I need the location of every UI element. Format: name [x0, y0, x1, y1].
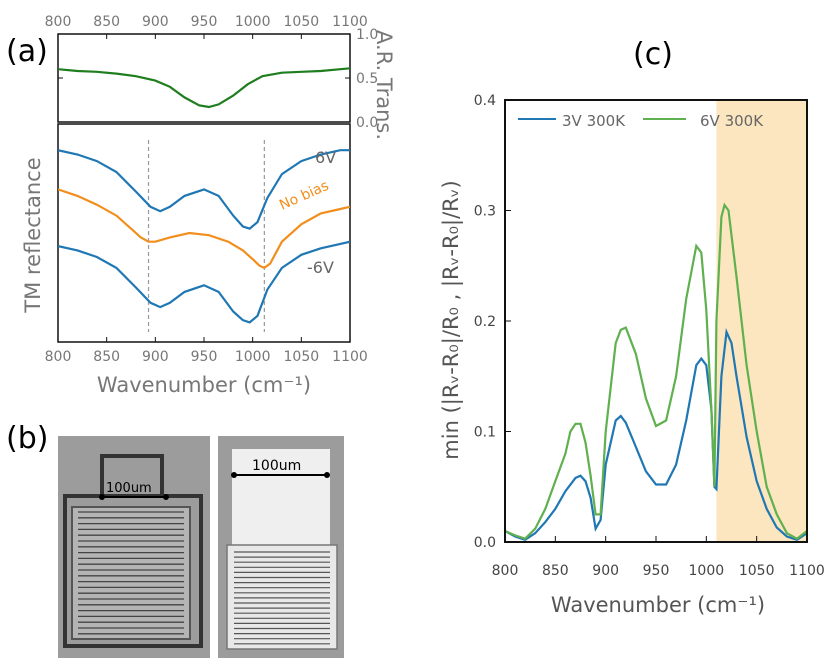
panel-a-main-frame [57, 123, 351, 343]
panel-a-top-y-axis-title: A.R. Trans. [372, 30, 396, 140]
y-tick-label: 0.2 [474, 314, 496, 330]
y-tick-label: 0.1 [474, 425, 496, 441]
panel-c: 800 850 900 950 1000 1050 1100 0.0 0.1 0.2 0.3 0.4… [439, 93, 825, 617]
left-grating [78, 511, 184, 635]
panel-a-main-series [58, 149, 350, 324]
panel-a-main-y-axis-title: TM reflectance [21, 157, 45, 313]
micrograph-right: 100um [218, 436, 344, 658]
x-tick-label: 800 [45, 14, 72, 30]
panel-a-main-x-axis-title: Wavenumber (cm⁻¹) [97, 373, 311, 397]
x-tick-label: 800 [492, 563, 519, 579]
series-line-6v-300k [505, 202, 807, 541]
x-tick-label: 1000 [235, 14, 271, 30]
x-tick-label: 1050 [739, 563, 775, 579]
panel-c-label: (c) [633, 37, 673, 72]
panel-c-y-ticks: 0.0 0.1 0.2 0.3 0.4 [474, 93, 511, 551]
legend-label-6v: 6V 300K [700, 112, 764, 130]
y-tick-label: 0.0 [474, 535, 496, 551]
annotation-no-bias: No bias [277, 178, 331, 214]
annotation-minus-6v: -6V [307, 258, 334, 277]
x-tick-label: 1000 [235, 349, 271, 365]
micrograph-left: 100um [58, 436, 210, 658]
x-tick-label: 900 [142, 349, 169, 365]
scale-bar-label-left: 100um [106, 481, 152, 496]
x-tick-label: 900 [592, 563, 619, 579]
x-tick-label: 1100 [332, 14, 368, 30]
series-line-minus-6v [58, 240, 350, 324]
panel-a-top: 800 850 900 950 1000 1050 1100 0.0 0.5 1.0 A.R. … [45, 14, 396, 140]
panel-a-top-x-ticks: 800 850 900 950 1000 1050 1100 [45, 14, 368, 39]
y-tick-label: 0.4 [474, 93, 496, 109]
x-tick-label: 850 [542, 563, 569, 579]
series-line-ar-trans [58, 67, 350, 109]
x-tick-label: 1050 [284, 14, 320, 30]
panel-c-x-axis-title: Wavenumber (cm⁻¹) [551, 593, 765, 617]
scale-bar-label-right: 100um [252, 458, 301, 474]
series-line-3v-300k [505, 328, 807, 542]
x-tick-label: 1100 [789, 563, 825, 579]
panel-a-top-series [58, 67, 350, 109]
panel-a-main-guides [147, 140, 265, 332]
y-tick-label: 0.3 [474, 204, 496, 220]
x-tick-label: 850 [93, 14, 120, 30]
panel-c-series [505, 202, 807, 542]
x-tick-label: 950 [643, 563, 670, 579]
x-tick-label: 1050 [284, 349, 320, 365]
panel-c-x-ticks: 800 850 900 950 1000 1050 1100 [492, 536, 825, 579]
shaded-region [716, 100, 807, 542]
panel-b: 100um 100um [58, 436, 344, 658]
legend: 3V 300K 6V 300K [518, 112, 764, 130]
series-line-no-bias [58, 188, 350, 270]
panel-c-y-axis-title: min (|Rᵥ-R₀|/R₀ , |Rᵥ-R₀|/Rᵥ) [439, 180, 464, 459]
x-tick-label: 850 [93, 349, 120, 365]
y-tick-label: 0.5 [356, 71, 378, 87]
panel-a-label: (a) [6, 34, 48, 69]
y-tick-label: 0.0 [356, 115, 378, 131]
legend-label-3v: 3V 300K [562, 112, 626, 130]
x-tick-label: 950 [191, 14, 218, 30]
x-tick-label: 800 [45, 349, 72, 365]
series-line-6v [58, 149, 350, 230]
x-tick-label: 1000 [689, 563, 725, 579]
panel-a-main-x-ticks: 800 850 900 950 1000 1050 1100 [45, 337, 368, 365]
right-grating [234, 551, 330, 645]
y-tick-label: 1.0 [356, 27, 378, 43]
x-tick-label: 1100 [332, 349, 368, 365]
annotation-6v: 6V [315, 148, 336, 167]
x-tick-label: 950 [191, 349, 218, 365]
x-tick-label: 900 [142, 14, 169, 30]
panel-a-top-y-ticks: 0.0 0.5 1.0 [58, 27, 378, 131]
panel-b-label: (b) [6, 421, 48, 456]
panel-a-top-frame [57, 33, 351, 123]
